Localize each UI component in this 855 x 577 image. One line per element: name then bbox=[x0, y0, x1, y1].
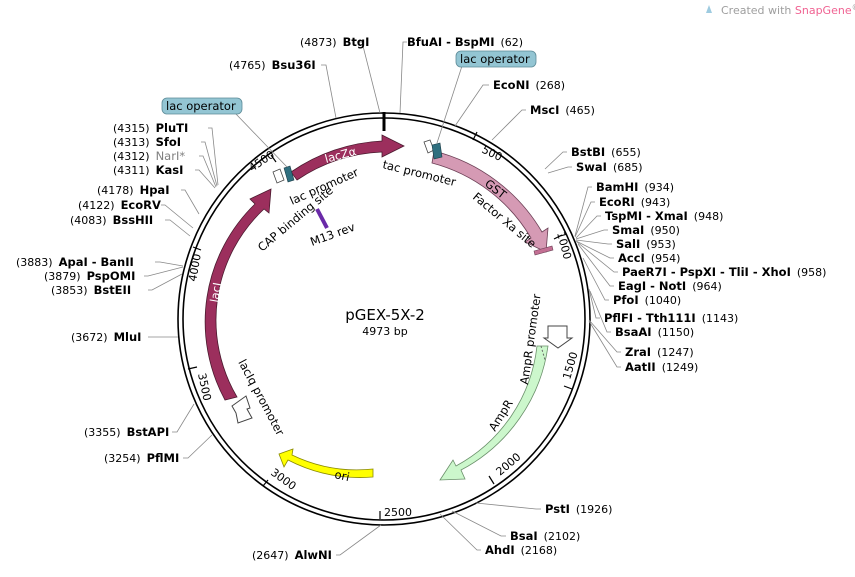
site-psti[interactable]: PstI(1926) bbox=[545, 502, 612, 516]
restriction-sites: (4873)BtgI BfuAI - BspMI(62) (4765)Bsu36… bbox=[16, 35, 826, 562]
site-tspmi[interactable]: TspMI - XmaI(948) bbox=[605, 209, 723, 223]
feature-ori[interactable]: ori bbox=[278, 448, 374, 484]
site-acci[interactable]: AccI(954) bbox=[618, 251, 680, 265]
site-bstbi[interactable]: BstBI(655) bbox=[571, 145, 641, 159]
site-bamhi[interactable]: BamHI(934) bbox=[596, 180, 674, 194]
feature-m13-rev[interactable]: M13 rev bbox=[308, 208, 357, 249]
site-btgi[interactable]: (4873)BtgI bbox=[300, 35, 369, 49]
feature-lac-promoter-arrow[interactable] bbox=[272, 168, 285, 184]
site-eagi[interactable]: EagI - NotI(964) bbox=[618, 279, 722, 293]
tick-marks bbox=[187, 131, 573, 519]
feature-lac-operator-right-box[interactable] bbox=[431, 142, 443, 160]
site-nari[interactable]: (4312)NarI* bbox=[113, 149, 185, 163]
lac-operator-left-label: lac operator bbox=[166, 99, 236, 113]
lac-operator-right-label: lac operator bbox=[460, 52, 530, 66]
site-zrai[interactable]: ZraI(1247) bbox=[625, 345, 694, 359]
site-swai[interactable]: SwaI(685) bbox=[576, 160, 643, 174]
lacza-label: lacZα bbox=[323, 144, 358, 166]
site-sali[interactable]: SalI(953) bbox=[616, 237, 676, 251]
backbone bbox=[177, 112, 591, 526]
site-bsu36i[interactable]: (4765)Bsu36I bbox=[229, 58, 316, 72]
watermark-suffix: ® bbox=[852, 3, 855, 12]
site-aatii[interactable]: AatII(1249) bbox=[625, 360, 698, 374]
site-paer7i[interactable]: PaeR7I - PspXI - TliI - XhoI(958) bbox=[622, 265, 826, 279]
site-kasi[interactable]: (4311)KasI bbox=[113, 163, 183, 177]
site-bsai[interactable]: BsaI(2102) bbox=[510, 529, 580, 543]
tick-1500: 1500 bbox=[560, 350, 580, 380]
site-ecori[interactable]: EcoRI(943) bbox=[599, 195, 670, 209]
watermark-brand: SnapGene bbox=[795, 4, 852, 17]
site-msci[interactable]: MscI(465) bbox=[530, 103, 595, 117]
site-hpai[interactable]: (4178)HpaI bbox=[97, 183, 169, 197]
site-pfoi[interactable]: PfoI(1040) bbox=[613, 293, 681, 307]
svg-text:Created with SnapGene®: Created with SnapGene® bbox=[721, 3, 855, 17]
site-smai[interactable]: SmaI(950) bbox=[612, 223, 680, 237]
laci-label: lacI bbox=[207, 281, 224, 303]
site-pspomi[interactable]: (3879)PspOMI bbox=[44, 269, 135, 283]
site-leader-lines bbox=[144, 41, 621, 556]
site-pflfi[interactable]: PflFI - Tth111I(1143) bbox=[604, 311, 738, 325]
tick-500: 500 bbox=[480, 143, 505, 164]
site-bstapi[interactable]: (3355)BstAPI bbox=[84, 425, 169, 439]
site-ahdi[interactable]: AhdI(2168) bbox=[485, 543, 557, 557]
site-mlui[interactable]: (3672)MluI bbox=[71, 330, 141, 344]
feature-factor-xa-marker[interactable] bbox=[533, 245, 554, 256]
site-apai[interactable]: (3883)ApaI - BanII bbox=[16, 255, 134, 269]
site-sfoi[interactable]: (4313)SfoI bbox=[113, 135, 181, 149]
plasmid-name: pGEX-5X-2 bbox=[345, 306, 425, 324]
feature-ampr-promoter[interactable] bbox=[542, 325, 574, 349]
plasmid-size: 4973 bp bbox=[362, 325, 407, 338]
site-bsshii[interactable]: (4083)BssHII bbox=[70, 213, 153, 227]
feature-lac-operator-left-box[interactable] bbox=[283, 165, 295, 183]
snapgene-logo-icon bbox=[706, 5, 712, 13]
lac-operator-right-callout[interactable]: lac operator bbox=[436, 50, 537, 144]
site-bfuai[interactable]: BfuAI - BspMI(62) bbox=[407, 35, 523, 49]
lac-operator-left-callout[interactable]: lac operator bbox=[161, 97, 288, 168]
watermark-prefix: Created with bbox=[721, 4, 795, 17]
site-ecorv[interactable]: (4122)EcoRV bbox=[78, 198, 161, 212]
tick-1000: 1000 bbox=[554, 230, 574, 260]
site-pluti[interactable]: (4315)PluTI bbox=[113, 121, 188, 135]
feature-laci[interactable]: lacI bbox=[204, 188, 272, 401]
site-alwni[interactable]: (2647)AlwNI bbox=[252, 548, 332, 562]
site-bsaai[interactable]: BsaAI(1150) bbox=[615, 325, 694, 339]
tick-2500: 2500 bbox=[384, 506, 412, 519]
feature-laciq-promoter[interactable] bbox=[231, 395, 253, 424]
tick-3500: 3500 bbox=[195, 372, 214, 402]
tick-4000: 4000 bbox=[186, 253, 204, 283]
m13-rev-label: M13 rev bbox=[308, 220, 357, 249]
tick-3000: 3000 bbox=[268, 466, 298, 493]
site-pflmi[interactable]: (3254)PflMI bbox=[104, 451, 179, 465]
site-econi[interactable]: EcoNI(268) bbox=[493, 78, 565, 92]
snapgene-watermark[interactable]: Created with SnapGene® bbox=[706, 3, 855, 17]
site-bsteii[interactable]: (3853)BstEII bbox=[51, 283, 131, 297]
ori-label: ori bbox=[333, 467, 351, 484]
